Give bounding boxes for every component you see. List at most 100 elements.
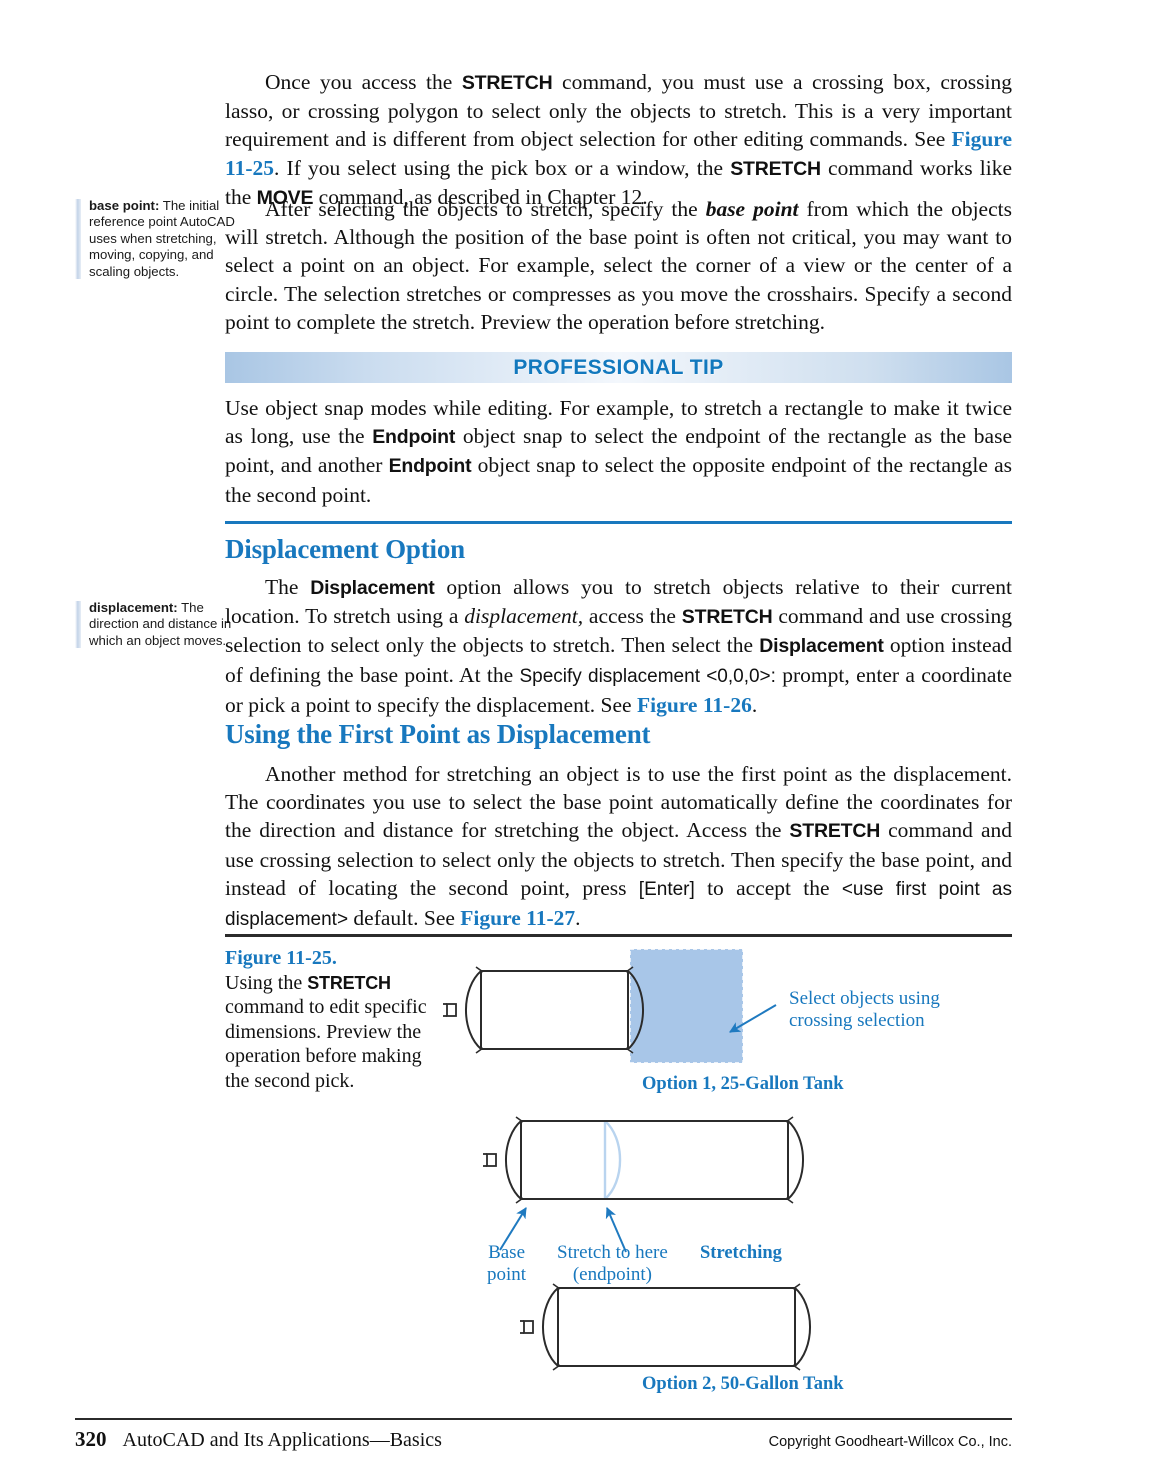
tank3-body <box>557 1287 796 1367</box>
professional-tip-title: PROFESSIONAL TIP <box>513 355 724 379</box>
p3-option-displacement-2: Displacement <box>759 635 884 658</box>
callout-stretch-line1: Stretch to here <box>557 1242 668 1263</box>
tank2-grip-marks <box>515 1116 794 1204</box>
page-footer: 320 AutoCAD and Its Applications—Basics … <box>75 1427 1012 1452</box>
label-option-2-text: Option 2, 50-Gallon Tank <box>642 1374 844 1394</box>
margin-note-term-2: displacement: <box>89 600 178 615</box>
crossing-selection-fill <box>630 949 743 1063</box>
p4-text-2: command and use crossing selection to se… <box>225 818 1012 900</box>
paragraph-1: Once you access the STRETCH command, you… <box>225 68 1012 212</box>
figure-caption: Figure 11-25. Using the STRETCH command … <box>225 946 430 1093</box>
p2-term-base-point: base point <box>705 197 799 221</box>
professional-tip-body: Use object snap modes while editing. For… <box>225 383 1012 517</box>
professional-tip-header: PROFESSIONAL TIP <box>225 352 1012 383</box>
ghost-original-cap <box>604 1120 622 1200</box>
paragraph-1-block: Once you access the STRETCH command, you… <box>225 68 1012 212</box>
callout-crossing-line1: Select objects using <box>789 988 940 1009</box>
figure-svg <box>443 948 811 1371</box>
footer-rule <box>75 1418 1012 1420</box>
stretch-to-here-arrow <box>605 1206 627 1253</box>
callout-base-point: Base point <box>487 1242 526 1286</box>
tank3-grip-marks <box>552 1283 801 1371</box>
label-option-1: Option 1, 25-Gallon Tank <box>642 1074 844 1095</box>
margin-note-term: base point: <box>89 198 160 213</box>
tip-text-3: object snap to select the opposite endpo… <box>225 453 1012 507</box>
p3-term-displacement: displacement, <box>464 604 584 629</box>
p4-command-stretch: STRETCH <box>789 820 881 843</box>
page-number: 320 <box>75 1427 107 1451</box>
figure-caption-command: STRETCH <box>307 972 391 993</box>
figure-caption-text-2: command to edit specific dimensions. Pre… <box>225 996 427 1092</box>
p1-text-2: command, you must use a crossing box, cr… <box>225 70 1012 152</box>
p1-text-5: command, as described in Chapter 12. <box>313 184 648 209</box>
tank2-nozzle <box>486 1153 497 1167</box>
p1-text-3: . If you select using the pick box or a … <box>273 155 731 180</box>
xref-figure-11-25[interactable]: Figure 11-25 <box>225 127 1012 180</box>
tank1-grip-marks <box>475 966 634 1054</box>
callout-crossing-selection: Select objects using crossing selection <box>789 988 940 1032</box>
tank2-body <box>520 1120 789 1200</box>
margin-note-definition: The initial reference point AutoCAD uses… <box>89 198 235 279</box>
heading-displacement-option: Displacement Option <box>225 534 465 564</box>
tank1-body <box>480 970 629 1050</box>
figure-caption-text-1: Using the <box>225 971 308 994</box>
p4-key-enter: [Enter] <box>638 878 695 900</box>
label-option-1-text: Option 1, 25-Gallon Tank <box>642 1074 844 1094</box>
heading-displacement-block: Displacement Option <box>225 534 1012 565</box>
tank2-left-cap <box>505 1120 522 1200</box>
tank1-left-cap <box>465 970 482 1050</box>
tank1-right-cap <box>627 970 644 1050</box>
crossing-selection-arrow <box>729 1004 777 1033</box>
callout-stretch-to-here: Stretch to here (endpoint) <box>557 1242 668 1286</box>
p3-text-2: option allows you to stretch objects rel… <box>225 575 1012 629</box>
xref-figure-11-27[interactable]: Figure 11-27 <box>460 906 576 931</box>
tip-text-2: object snap to select the endpoint of th… <box>225 424 1012 478</box>
tank-stretching <box>483 1116 804 1204</box>
paragraph-2: After selecting the objects to stretch, … <box>225 195 1012 336</box>
p2-text-1: After selecting the objects to stretch, … <box>265 197 706 221</box>
tip-endpoint-2: Endpoint <box>388 455 472 478</box>
paragraph-4: Another method for stretching an object … <box>225 760 1012 934</box>
tank2-right-cap <box>787 1120 804 1200</box>
p4-text-4: default. See <box>348 906 461 931</box>
tank1-nozzle <box>446 1003 457 1017</box>
figure-top-rule <box>225 934 1012 937</box>
p3-text-4: command and use crossing selection to se… <box>225 604 1012 658</box>
tank3-nozzle <box>523 1320 534 1334</box>
tip-text-1: Use object snap modes while editing. For… <box>225 396 1012 449</box>
tank-option-2 <box>520 1283 811 1371</box>
callout-base-line2: point <box>487 1264 527 1285</box>
label-stretching-text: Stretching <box>700 1243 782 1263</box>
professional-tip-paragraph: Use object snap modes while editing. For… <box>225 394 1012 509</box>
crossing-selection-callout <box>729 1004 777 1033</box>
label-stretching: Stretching <box>700 1243 782 1264</box>
crossing-selection-dashed-border <box>629 948 744 1064</box>
heading-first-point-as-displacement: Using the First Point as Displacement <box>225 719 651 749</box>
heading-first-point-block: Using the First Point as Displacement <box>225 719 1012 750</box>
tank3-left-cap <box>542 1287 559 1367</box>
professional-tip-box: PROFESSIONAL TIP Use object snap modes w… <box>225 352 1012 524</box>
margin-note-base-point: base point: The initial reference point … <box>75 198 239 280</box>
p1-text-4: command works like the <box>225 155 1013 209</box>
p2-text-2: from which the objects will stretch. Alt… <box>225 197 1012 334</box>
p3-option-displacement: Displacement <box>310 577 435 599</box>
paragraph-2-block: After selecting the objects to stretch, … <box>225 195 1012 336</box>
p1-command-move: MOVE <box>256 186 314 209</box>
paragraph-4-block: Another method for stretching an object … <box>225 760 1012 934</box>
xref-figure-11-26[interactable]: Figure 11-26 <box>636 692 752 717</box>
p3-text-3: access the <box>583 604 682 629</box>
tip-endpoint-1: Endpoint <box>372 426 456 449</box>
running-head: AutoCAD and Its Applications—Basics <box>122 1429 442 1451</box>
callout-base-line1: Base <box>488 1242 525 1263</box>
p4-text-5: . <box>575 906 581 931</box>
p3-command-stretch: STRETCH <box>681 606 773 629</box>
p3-text-1: The <box>265 575 311 599</box>
label-option-2: Option 2, 50-Gallon Tank <box>642 1374 844 1395</box>
p4-text-1: Another method for stretching an object … <box>225 762 1012 843</box>
margin-note-definition-2: The direction and distance in which an o… <box>89 600 232 648</box>
p3-text-7: . <box>751 692 758 717</box>
p1-text-1: Once you access the <box>265 70 462 94</box>
p3-text-6: prompt, enter a coordinate or pick a poi… <box>225 662 1012 717</box>
base-point-arrow <box>499 1207 527 1251</box>
